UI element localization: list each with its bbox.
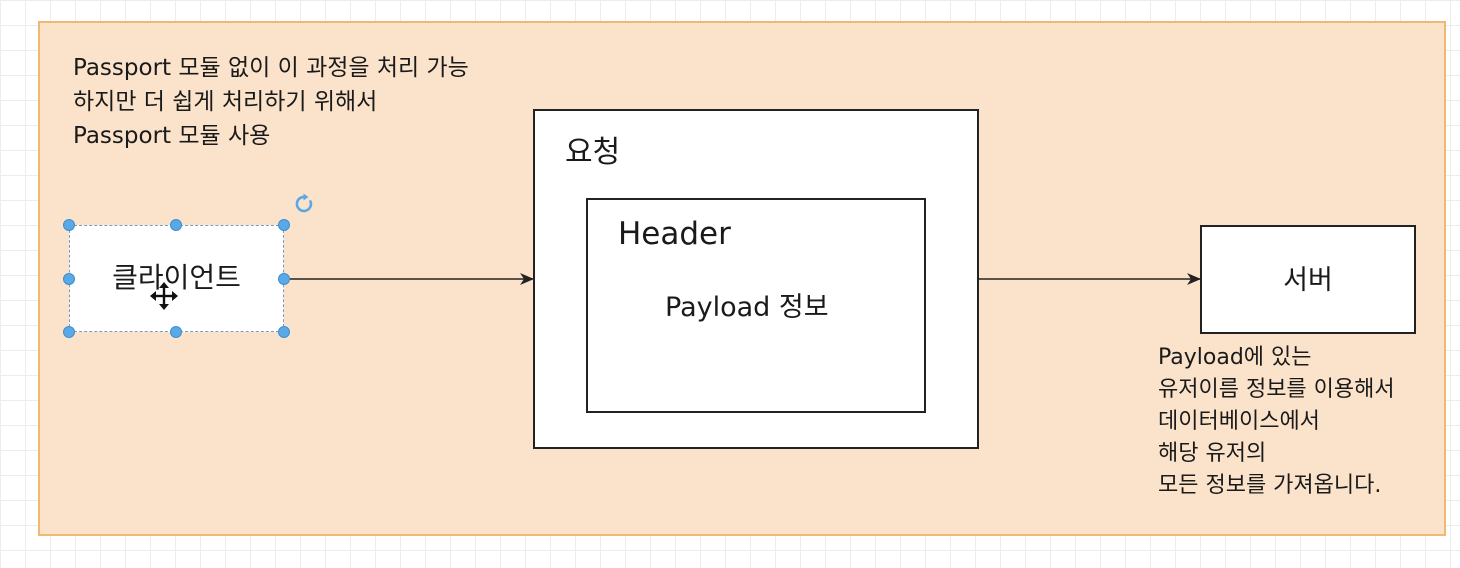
server-label: 서버 bbox=[1283, 265, 1333, 296]
client-node[interactable]: 클라이언트 bbox=[69, 225, 284, 332]
note-line: Passport 모듈 사용 bbox=[73, 123, 271, 149]
selection-handle[interactable] bbox=[278, 219, 290, 231]
header-label: Header bbox=[618, 216, 731, 252]
note-line: 하지만 더 쉽게 처리하기 위해서 bbox=[73, 89, 378, 115]
server-note-line: Payload에 있는 bbox=[1158, 345, 1312, 370]
move-icon[interactable] bbox=[150, 282, 178, 310]
selection-handle[interactable] bbox=[278, 273, 290, 285]
server-note-line: 해당 유저의 bbox=[1158, 441, 1267, 466]
selection-handle[interactable] bbox=[63, 273, 75, 285]
server-note-line: 데이터베이스에서 bbox=[1158, 409, 1320, 434]
selection-handle[interactable] bbox=[170, 326, 182, 338]
payload-label: Payload 정보 bbox=[665, 292, 829, 323]
server-note-line: 모든 정보를 가져옵니다. bbox=[1158, 473, 1382, 498]
server-note[interactable]: Payload에 있는 유저이름 정보를 이용해서 데이터베이스에서 해당 유저… bbox=[1158, 342, 1448, 502]
server-note-line: 유저이름 정보를 이용해서 bbox=[1158, 377, 1395, 402]
selection-handle[interactable] bbox=[170, 219, 182, 231]
request-label: 요청 bbox=[565, 135, 621, 170]
selection-handle[interactable] bbox=[63, 326, 75, 338]
client-label: 클라이언트 bbox=[112, 260, 241, 294]
server-node[interactable]: 서버 bbox=[1200, 225, 1416, 334]
selection-handle[interactable] bbox=[63, 219, 75, 231]
selection-handle[interactable] bbox=[278, 326, 290, 338]
passport-note[interactable]: Passport 모듈 없이 이 과정을 처리 가능 하지만 더 쉽게 처리하기… bbox=[73, 51, 593, 153]
rotate-icon[interactable] bbox=[294, 193, 316, 215]
header-node[interactable] bbox=[586, 198, 926, 413]
note-line: Passport 모듈 없이 이 과정을 처리 가능 bbox=[73, 55, 469, 81]
